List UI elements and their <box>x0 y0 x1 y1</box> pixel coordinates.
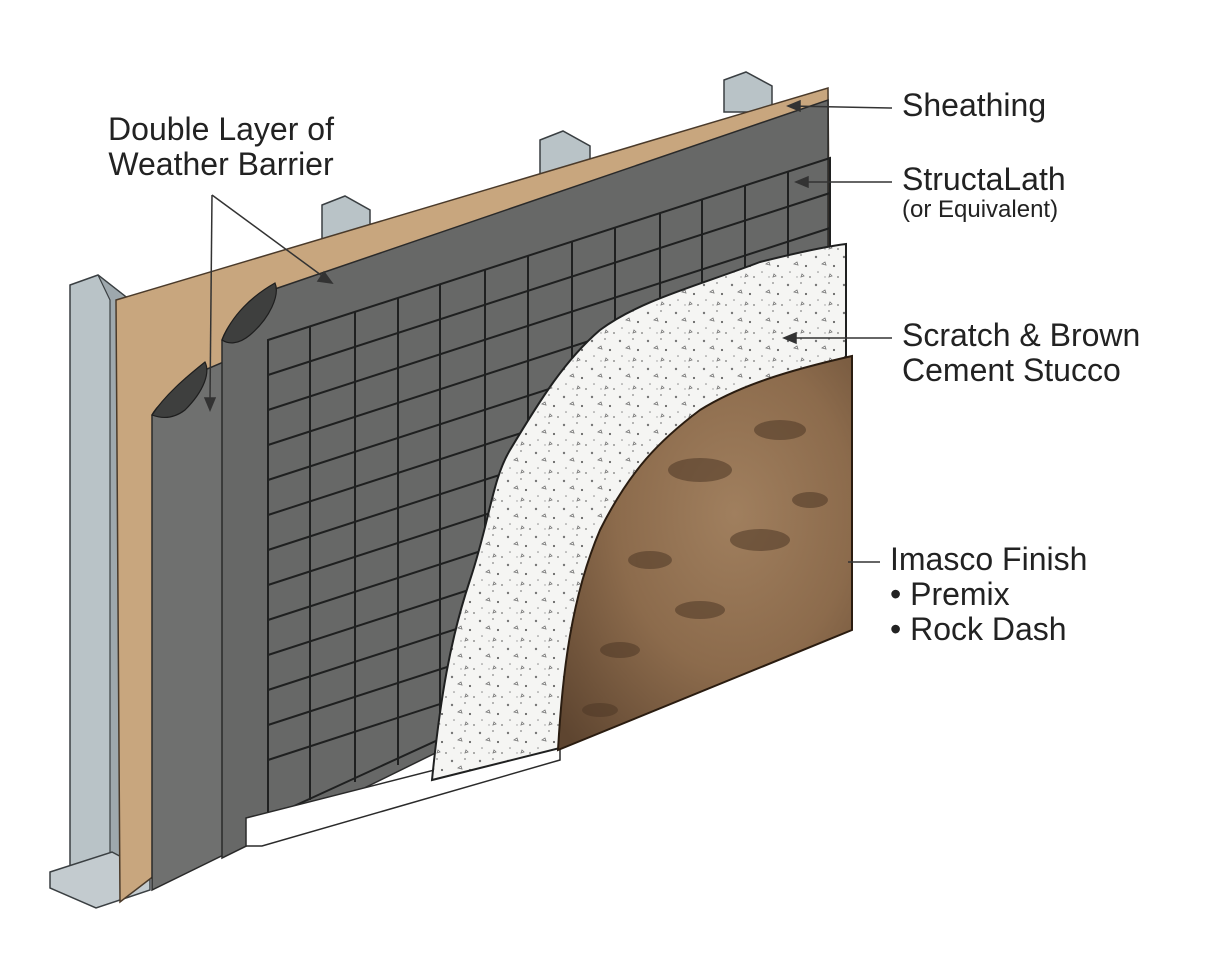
label-finish-title: Imasco Finish <box>890 541 1088 577</box>
label-finish-item-premix: • Premix <box>890 576 1010 613</box>
label-stucco-line1: Scratch & Brown <box>902 317 1141 353</box>
arrow-barrier-2 <box>316 270 334 284</box>
label-lath-sub: (or Equivalent) <box>902 196 1059 224</box>
arrow-stucco <box>782 331 797 345</box>
leader-barrier-2 <box>211 194 326 279</box>
leader-sheathing <box>789 105 893 109</box>
barrier-curl-1 <box>151 361 208 418</box>
label-weather-barrier-line2: Weather Barrier <box>108 146 334 183</box>
label-lath-name: StructaLath <box>902 161 1066 197</box>
leader-barrier-1 <box>209 194 213 401</box>
arrow-barrier-1 <box>203 397 217 412</box>
arrow-lath <box>794 175 809 189</box>
barrier-curl-2 <box>221 282 277 344</box>
arrow-sheathing <box>786 99 801 113</box>
label-weather-barrier: Double Layer of Weather Barrier <box>86 111 356 183</box>
label-stucco: Scratch & Brown Cement Stucco <box>902 317 1141 389</box>
label-sheathing: Sheathing <box>902 87 1047 123</box>
leader-lines <box>203 99 893 563</box>
label-finish: Imasco Finish • Premix • Rock Dash <box>890 541 1088 648</box>
label-weather-barrier-line1: Double Layer of <box>108 111 334 147</box>
label-lath: StructaLath (or Equivalent) <box>902 161 1066 224</box>
stud-top-3 <box>723 71 773 113</box>
finish-texture <box>582 420 828 717</box>
label-stucco-line2: Cement Stucco <box>902 352 1121 389</box>
label-finish-item-rockdash: • Rock Dash <box>890 611 1067 648</box>
